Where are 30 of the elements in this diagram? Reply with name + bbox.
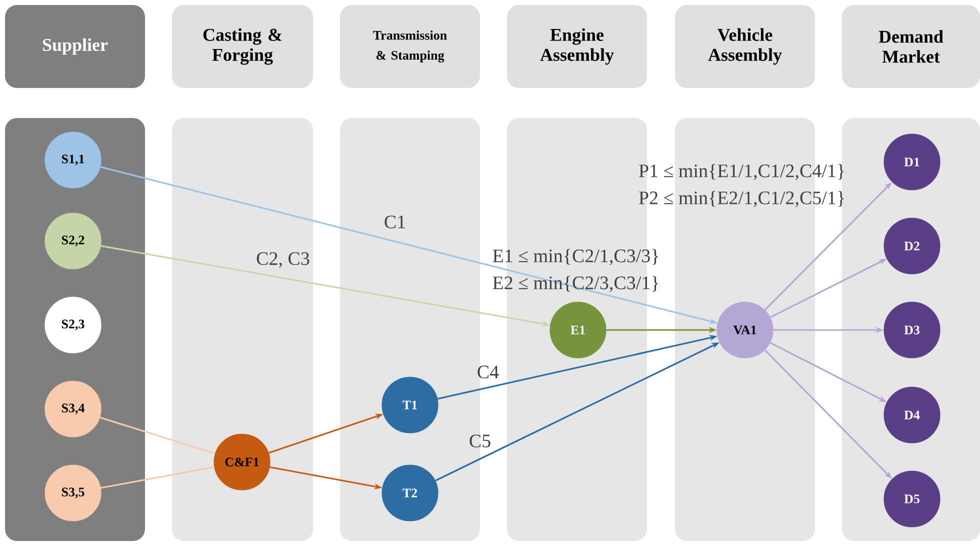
- constraint-text: E1 ≤ min{C2/1,C3/3}: [492, 248, 658, 266]
- header-box: Supplier: [5, 5, 145, 88]
- circle-node: E1: [550, 302, 606, 358]
- edge-label: C2, C3: [256, 252, 310, 268]
- header-box: Demand Market: [842, 5, 980, 88]
- circle-node: VA1: [716, 302, 774, 358]
- circle-node: S3,5: [44, 464, 102, 522]
- constraint-text: P1 ≤ min{E1/1,C1/2,C4/1}: [639, 164, 844, 180]
- circle-node: D5: [884, 470, 940, 528]
- column-panel: [172, 118, 313, 541]
- header-box: Casting & Forging: [172, 5, 313, 88]
- circle-node: S2,3: [44, 296, 102, 354]
- circle-node: D3: [884, 302, 940, 358]
- circle-node: S2,2: [44, 212, 102, 270]
- header-box: Engine Assembly: [507, 5, 647, 88]
- edge-label: C4: [478, 366, 499, 378]
- header-box: Vehicle Assembly: [675, 5, 815, 88]
- circle-node: C&F1: [214, 434, 270, 490]
- edge-label: C1: [384, 216, 405, 228]
- circle-node: D1: [884, 134, 940, 190]
- circle-node: S3,4: [44, 380, 102, 438]
- circle-node: T1: [382, 376, 438, 434]
- constraint-text: P2 ≤ min{E2/1,C1/2,C5/1}: [639, 190, 844, 208]
- circle-node: T2: [382, 464, 438, 522]
- constraint-text: E2 ≤ min{C2/3,C3/1}: [492, 276, 658, 292]
- edge-label: C5: [470, 434, 490, 448]
- circle-node: S1,1: [44, 132, 102, 188]
- circle-node: D2: [884, 218, 940, 274]
- header-box: Transmission & Stamping: [340, 5, 480, 88]
- circle-node: D4: [884, 386, 940, 444]
